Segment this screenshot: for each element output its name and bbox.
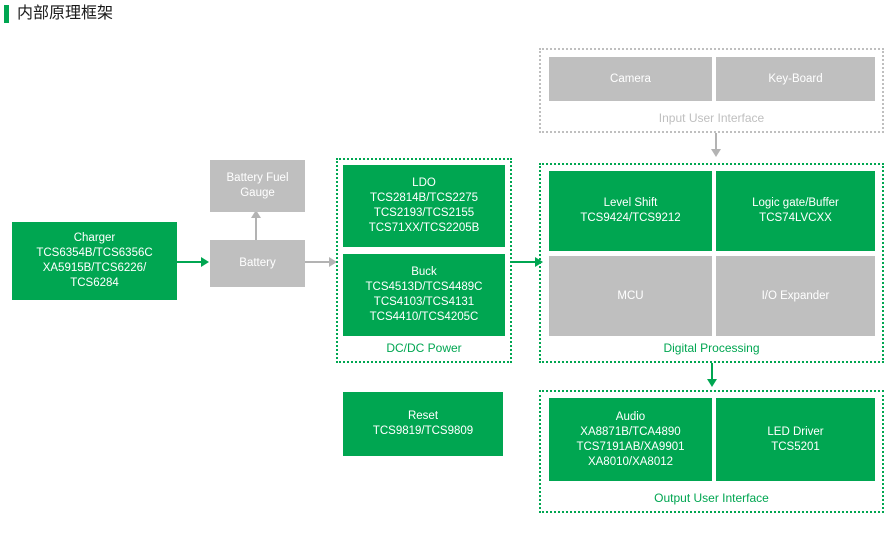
block-mcu[interactable]: MCU (549, 256, 712, 336)
block-level-shift[interactable]: Level Shift TCS9424/TCS9212 (549, 171, 712, 251)
arrow-head-battery-to-fuel-gauge (251, 210, 261, 218)
block-key-board[interactable]: Key-Board (716, 57, 875, 101)
connector-charger-to-battery (177, 261, 202, 263)
connector-line (305, 261, 331, 263)
connector-line (255, 212, 257, 240)
block-camera[interactable]: Camera (549, 57, 712, 101)
group-digital-processing (539, 163, 884, 363)
arrow-head-charger-to-battery (201, 257, 209, 267)
title-accent-bar (4, 5, 9, 23)
group-label-input-user-interface: Input User Interface (658, 111, 765, 125)
page-title: 内部原理框架 (17, 5, 114, 22)
connector-input-ui-to-digital-processing (715, 133, 717, 155)
block-reset[interactable]: Reset TCS9819/TCS9809 (343, 392, 503, 456)
connector-digital-processing-to-output-ui (711, 363, 713, 385)
block-charger[interactable]: Charger TCS6354B/TCS6356C XA5915B/TCS622… (12, 222, 177, 300)
connector-line (711, 363, 713, 385)
block-battery-fuel-gauge[interactable]: Battery Fuel Gauge (210, 160, 305, 212)
group-dcdc-power (336, 158, 512, 363)
block-ldo[interactable]: LDO TCS2814B/TCS2275 TCS2193/TCS2155 TCS… (343, 165, 505, 247)
block-io-expander[interactable]: I/O Expander (716, 256, 875, 336)
connector-battery-to-dcdc (305, 261, 331, 263)
page-header: 内部原理框架 (0, 0, 890, 30)
block-audio[interactable]: Audio XA8871B/TCA4890 TCS7191AB/XA9901 X… (549, 398, 712, 481)
group-input-user-interface (539, 48, 884, 133)
group-output-user-interface (539, 390, 884, 513)
group-label-output-user-interface: Output User Interface (654, 491, 769, 505)
block-led-driver[interactable]: LED Driver TCS5201 (716, 398, 875, 481)
block-buck[interactable]: Buck TCS4513D/TCS4489C TCS4103/TCS4131 T… (343, 254, 505, 336)
group-label-digital-processing: Digital Processing (663, 341, 760, 355)
connector-line (177, 261, 202, 263)
block-logic-gate-buffer[interactable]: Logic gate/Buffer TCS74LVCXX (716, 171, 875, 251)
group-label-dcdc-power: DC/DC Power (386, 341, 462, 355)
connector-line (715, 133, 717, 155)
arrow-head-input-ui-to-digital-processing (711, 149, 721, 157)
connector-line (512, 261, 538, 263)
connector-battery-to-fuel-gauge (255, 212, 257, 240)
connector-dcdc-to-digital-processing (512, 261, 538, 263)
arrow-head-digital-processing-to-output-ui (707, 379, 717, 387)
block-battery[interactable]: Battery (210, 240, 305, 287)
arrow-head-battery-to-dcdc (329, 257, 337, 267)
